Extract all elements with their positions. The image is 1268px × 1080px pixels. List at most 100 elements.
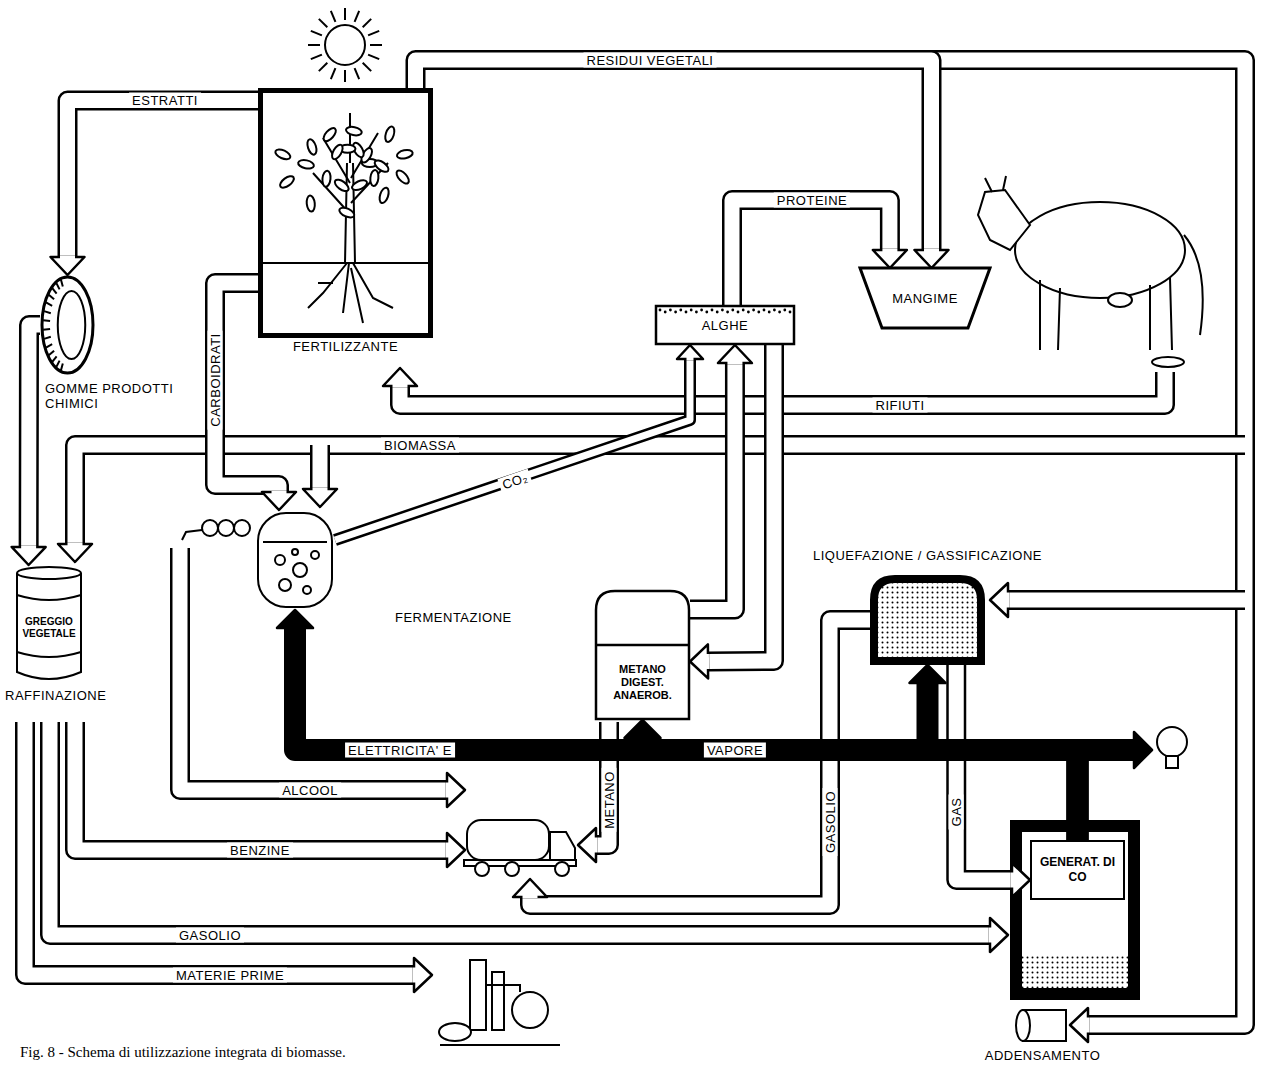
algae-dot: [674, 311, 677, 314]
flow-band-outline: [530, 620, 870, 905]
sun-ray: [363, 63, 371, 71]
barrel-top: [17, 567, 81, 579]
node-text: ALGHE: [702, 318, 749, 333]
algae-dot: [731, 309, 734, 312]
flow-band: [690, 363, 735, 610]
algae-dot: [716, 311, 719, 314]
arrow-join: [687, 355, 694, 360]
arrow-join: [1084, 1018, 1089, 1033]
algae-dot: [726, 311, 729, 314]
arrow-head: [1012, 863, 1030, 897]
arrow-head: [910, 665, 946, 683]
arrow-join: [1011, 873, 1016, 888]
bubble: [275, 555, 285, 565]
sun-ray: [363, 19, 371, 27]
node-shape: [255, 510, 335, 610]
tread: [49, 295, 54, 300]
arrow-join: [924, 249, 939, 254]
bubble: [311, 551, 319, 559]
algae-dot: [768, 311, 771, 314]
flow-connector: [416, 60, 949, 268]
sun-ray: [344, 70, 346, 82]
flow-label: CO₂: [497, 469, 532, 494]
arrow-head: [873, 250, 907, 268]
flow-arrow: [25, 722, 432, 992]
vessel: [258, 513, 332, 607]
flow-arrow: [58, 445, 1245, 562]
algae-dot: [705, 311, 708, 314]
flow-band: [530, 620, 870, 905]
tanker-truck: [464, 820, 576, 876]
node-shape: [870, 575, 985, 665]
arrow-join: [592, 838, 597, 853]
arrow-head: [690, 644, 708, 678]
digester-outline: [596, 591, 689, 719]
tread: [56, 283, 59, 289]
flow-band-outline: [335, 359, 690, 540]
sun-ray: [308, 44, 320, 46]
leaf: [378, 187, 391, 205]
tread: [46, 344, 52, 347]
algae-dot: [778, 311, 781, 314]
flow-arrow: [303, 445, 337, 507]
tread: [44, 337, 51, 339]
arrow-head: [262, 492, 296, 510]
leaf: [322, 170, 332, 187]
flow-label: ESTRATTI: [129, 93, 201, 108]
tread: [61, 364, 63, 371]
flow-band: [708, 345, 774, 661]
flow-connector: [51, 101, 259, 276]
flow-label: BIOMASSA: [381, 438, 459, 453]
leaf: [351, 178, 369, 192]
tread: [44, 311, 51, 313]
tire-inner: [58, 291, 86, 359]
leaf: [306, 138, 319, 156]
wheel: [505, 862, 519, 876]
reactor-outline: [874, 579, 981, 661]
algae-dot: [659, 309, 662, 312]
algae-dot: [679, 309, 682, 312]
sun-ray: [311, 55, 322, 60]
flow-label: RESIDUI VEGETALI: [584, 53, 717, 68]
algae-dot: [721, 309, 724, 312]
flow-connector: [690, 345, 752, 610]
crude-barrel: GREGGIO VEGETALERAFFINAZIONE: [15, 565, 83, 680]
digester-box: METANO DIGEST. ANAEROB.: [595, 590, 690, 720]
leaf: [333, 177, 351, 193]
arrow-join: [523, 893, 538, 898]
flow-band-outline: [920, 60, 1245, 1025]
reactor-box: LIQUEFAZIONE / GASSIFICAZIONE: [870, 575, 985, 665]
sun-ray: [331, 68, 336, 79]
node-text: GREGGIO VEGETALE: [15, 606, 83, 640]
node-text: METANO DIGEST. ANAEROB.: [598, 608, 688, 702]
fermenter-vessel: FERMENTAZIONE: [255, 510, 335, 610]
arrow-head: [58, 544, 92, 562]
bulb-glass: [1157, 727, 1187, 757]
algae-dot: [789, 311, 792, 314]
leaf: [330, 143, 345, 161]
tread: [52, 288, 56, 293]
flow-band: [215, 283, 279, 492]
node-shape: [40, 275, 95, 375]
node-heading: ADDENSAMENTO: [985, 1048, 1101, 1063]
algae-dot: [669, 309, 672, 312]
trough-outline: [860, 268, 990, 328]
flow-label: BENZINE: [227, 843, 293, 858]
arrow-head: [51, 257, 85, 275]
truck-cab: [550, 832, 575, 862]
node-text: MANGIME: [892, 291, 958, 306]
chemical-plant: [439, 960, 560, 1045]
arrow-head: [447, 773, 465, 807]
arrow-join: [68, 543, 83, 548]
arrow-head: [1070, 1008, 1088, 1042]
tread: [43, 319, 50, 322]
flow-band-outline: [68, 101, 259, 258]
arrow-head: [625, 720, 661, 738]
coil-turn: [202, 520, 218, 536]
arrow-join: [882, 249, 897, 254]
generator-frame: [1015, 826, 1135, 995]
column: [470, 960, 486, 1030]
flow-connector: [335, 345, 703, 540]
